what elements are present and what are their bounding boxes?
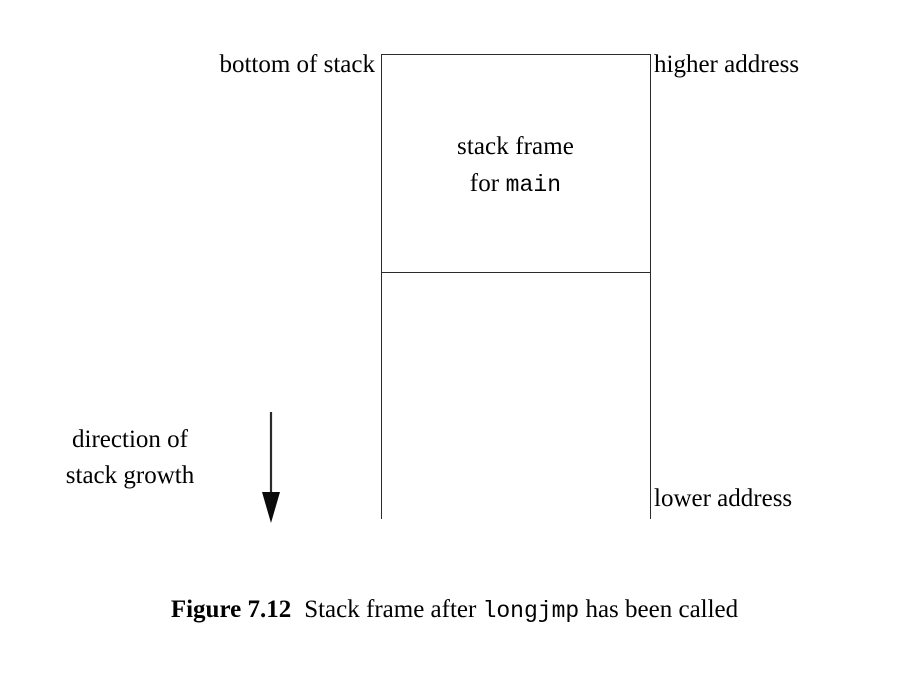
- stack-frame-divider: [381, 272, 650, 273]
- figure-caption-text-before: Stack frame after: [304, 596, 477, 623]
- label-stack-growth: direction of stack growth: [30, 422, 230, 494]
- stack-frame-label-prefix: for: [469, 170, 500, 197]
- stack-diagram-outline: [381, 54, 651, 519]
- stack-frame-label-line2: for main: [381, 165, 650, 204]
- downward-arrow-icon: [262, 412, 280, 523]
- stack-box-right-edge: [650, 54, 651, 519]
- label-stack-growth-line1: direction of: [72, 426, 188, 453]
- label-bottom-of-stack: bottom of stack: [219, 51, 375, 78]
- label-higher-address: higher address: [654, 51, 800, 78]
- stack-box-left-edge: [381, 54, 382, 519]
- label-lower-address: lower address: [654, 485, 793, 512]
- label-stack-growth-line2: stack growth: [65, 462, 195, 489]
- figure-caption-text-after: has been called: [585, 596, 739, 623]
- figure-caption-code: longjmp: [482, 598, 580, 624]
- stack-frame-label-code: main: [505, 172, 562, 198]
- stack-frame-label: stack frame for main: [381, 128, 650, 204]
- figure-caption: Figure 7.12 Stack frame after longjmp has…: [0, 596, 909, 624]
- stack-frame-label-line1: stack frame: [456, 133, 574, 160]
- arrow-head: [262, 492, 280, 523]
- stack-box-top-edge: [381, 54, 650, 55]
- figure-caption-number: Figure 7.12: [170, 596, 292, 623]
